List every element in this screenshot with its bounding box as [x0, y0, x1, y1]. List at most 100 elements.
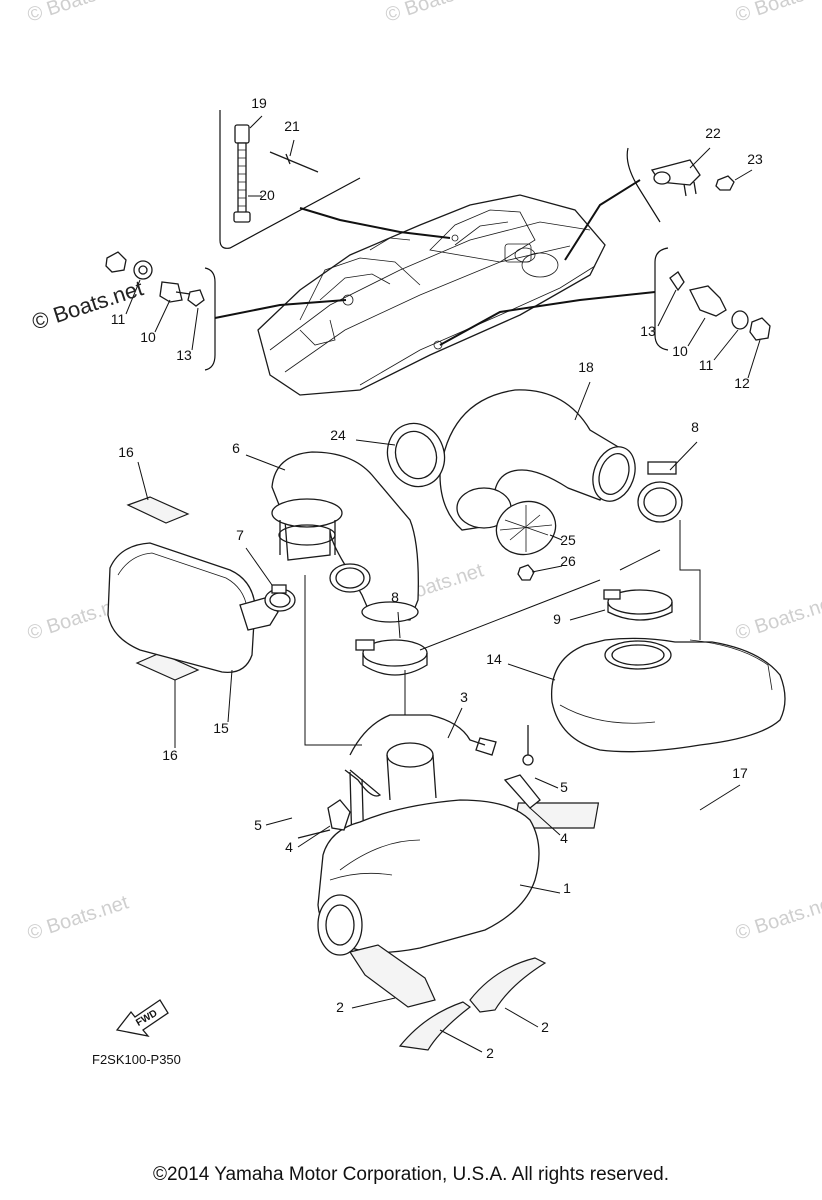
callout-number: 20 — [259, 187, 275, 203]
detail-bracket-left — [204, 267, 347, 371]
callout-number: 5 — [254, 817, 262, 833]
leader-line — [245, 454, 286, 471]
callout-number: 2 — [336, 999, 344, 1015]
copyright-notice: ©2014 Yamaha Motor Corporation, U.S.A. A… — [153, 1164, 669, 1185]
part-elbow-18 — [439, 389, 636, 531]
callout-number: 7 — [236, 527, 244, 543]
part-bracket-22 — [650, 159, 735, 197]
diagram-code: F2SK100-P350 — [92, 1052, 181, 1067]
part-pads-2 — [349, 944, 547, 1051]
leader-line — [747, 339, 761, 379]
leader-line — [699, 784, 741, 811]
leader-line — [397, 611, 401, 639]
leader-line — [447, 707, 463, 739]
callout-number: 21 — [284, 118, 300, 134]
callout-number: 9 — [553, 611, 561, 627]
part-silencer-15 — [107, 542, 279, 674]
leader-line — [227, 669, 233, 723]
detail-bracket-right — [439, 247, 669, 351]
part-tie-strap — [233, 124, 319, 223]
leader-line — [534, 777, 559, 789]
callout-number: 17 — [732, 765, 748, 781]
leader-lines — [125, 115, 761, 1053]
leader-line — [137, 461, 149, 501]
part-brackets-4-5 — [297, 725, 541, 839]
leader-line — [154, 299, 171, 333]
part-gasket-25 — [495, 500, 557, 581]
leader-line — [504, 1007, 539, 1028]
callout-number: 4 — [560, 830, 568, 846]
watercraft-outline — [257, 194, 606, 396]
watermark: © Boats.net — [383, 0, 490, 27]
leader-line — [569, 609, 606, 621]
callout-number: 10 — [672, 343, 688, 359]
callout-number: 24 — [330, 427, 346, 443]
leader-line — [249, 115, 263, 129]
watermark: © Boats.net — [25, 0, 132, 27]
part-air-box-1 — [317, 742, 540, 956]
callout-number: 22 — [705, 125, 721, 141]
leader-line — [657, 289, 677, 327]
callout-number: 18 — [578, 359, 594, 375]
part-hose-clamp-7 — [264, 584, 296, 612]
callout-number: 25 — [560, 532, 576, 548]
callout-number: 8 — [391, 589, 399, 605]
callout-number: 12 — [734, 375, 750, 391]
leader-line — [574, 381, 591, 421]
leader-line — [351, 997, 396, 1009]
watermark-large: © Boats.net — [29, 275, 146, 334]
callout-number: 19 — [251, 95, 267, 111]
leader-line — [669, 441, 698, 471]
watermark: © Boats.net — [25, 891, 132, 944]
leader-line — [125, 279, 141, 315]
part-flange-24 — [386, 422, 446, 488]
part-chamber-14 — [550, 637, 786, 753]
part-fittings-right — [669, 271, 771, 341]
part-duct-6 — [271, 451, 419, 623]
callout-number: 1 — [563, 880, 571, 896]
callout-number: 11 — [111, 311, 126, 327]
leader-line — [687, 317, 706, 347]
leader-line — [519, 884, 561, 894]
leader-line — [529, 807, 561, 836]
callout-number: 16 — [162, 747, 178, 763]
watermark: © Boats.net — [733, 0, 822, 27]
leader-line — [549, 534, 563, 541]
leader-line — [713, 329, 739, 361]
callout-number: 13 — [176, 347, 192, 363]
callout-number: 26 — [560, 553, 576, 569]
callout-number: 3 — [460, 689, 468, 705]
callout-number: 23 — [747, 151, 763, 167]
part-clamp-8 — [355, 461, 683, 676]
watermark: © Boats.net — [733, 591, 822, 644]
callout-number: 5 — [560, 779, 568, 795]
leader-line — [355, 439, 396, 446]
callout-number: 15 — [213, 720, 229, 736]
leader-line — [439, 1029, 483, 1053]
leader-line — [265, 817, 293, 826]
leader-line — [245, 547, 273, 586]
watermark: © Boats.net — [733, 891, 822, 944]
detail-bracket-top-right — [564, 147, 661, 261]
leader-line — [531, 565, 563, 573]
fwd-arrow: FWD — [115, 999, 169, 1037]
leader-line — [507, 663, 556, 681]
leader-line — [289, 139, 295, 157]
callout-number: 2 — [541, 1019, 549, 1035]
leader-line — [297, 825, 331, 848]
callout-number: 10 — [140, 329, 156, 345]
callout-number: 11 — [699, 357, 714, 373]
callout-number: 8 — [691, 419, 699, 435]
callout-number: 4 — [285, 839, 293, 855]
group-outline — [304, 520, 701, 746]
leader-line — [689, 147, 711, 169]
leader-line — [734, 169, 753, 181]
callout-number: 6 — [232, 440, 240, 456]
callout-number: 13 — [640, 323, 656, 339]
leader-line — [191, 307, 199, 351]
detail-bracket-top-left — [219, 110, 451, 249]
callout-number: 14 — [486, 651, 502, 667]
callout-number: 2 — [486, 1045, 494, 1061]
